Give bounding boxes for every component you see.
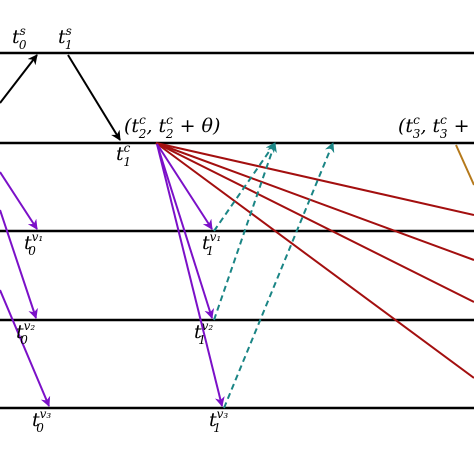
broadcast-line-1 — [155, 142, 474, 216]
client-to-v1-arrow-left — [0, 171, 38, 230]
client-to-v2-arrow — [156, 143, 215, 319]
client-to-v3-arrow-left — [0, 289, 51, 407]
broadcast-line-3 — [155, 142, 474, 303]
broadcast-line-4 — [155, 142, 474, 379]
validator-3-reply-arrow — [223, 142, 335, 409]
server-arrow-out — [67, 54, 121, 141]
client-to-v1-arrow — [156, 143, 213, 230]
validator-2-reply-arrow — [213, 142, 277, 321]
validator-1-reply-arrow — [213, 142, 276, 232]
server-arrow-in — [0, 54, 38, 104]
client-to-v2-arrow-left — [0, 209, 38, 319]
broadcast-line-2 — [155, 142, 474, 261]
orange-arrow — [455, 144, 474, 186]
client-to-v3-arrow — [156, 143, 225, 407]
